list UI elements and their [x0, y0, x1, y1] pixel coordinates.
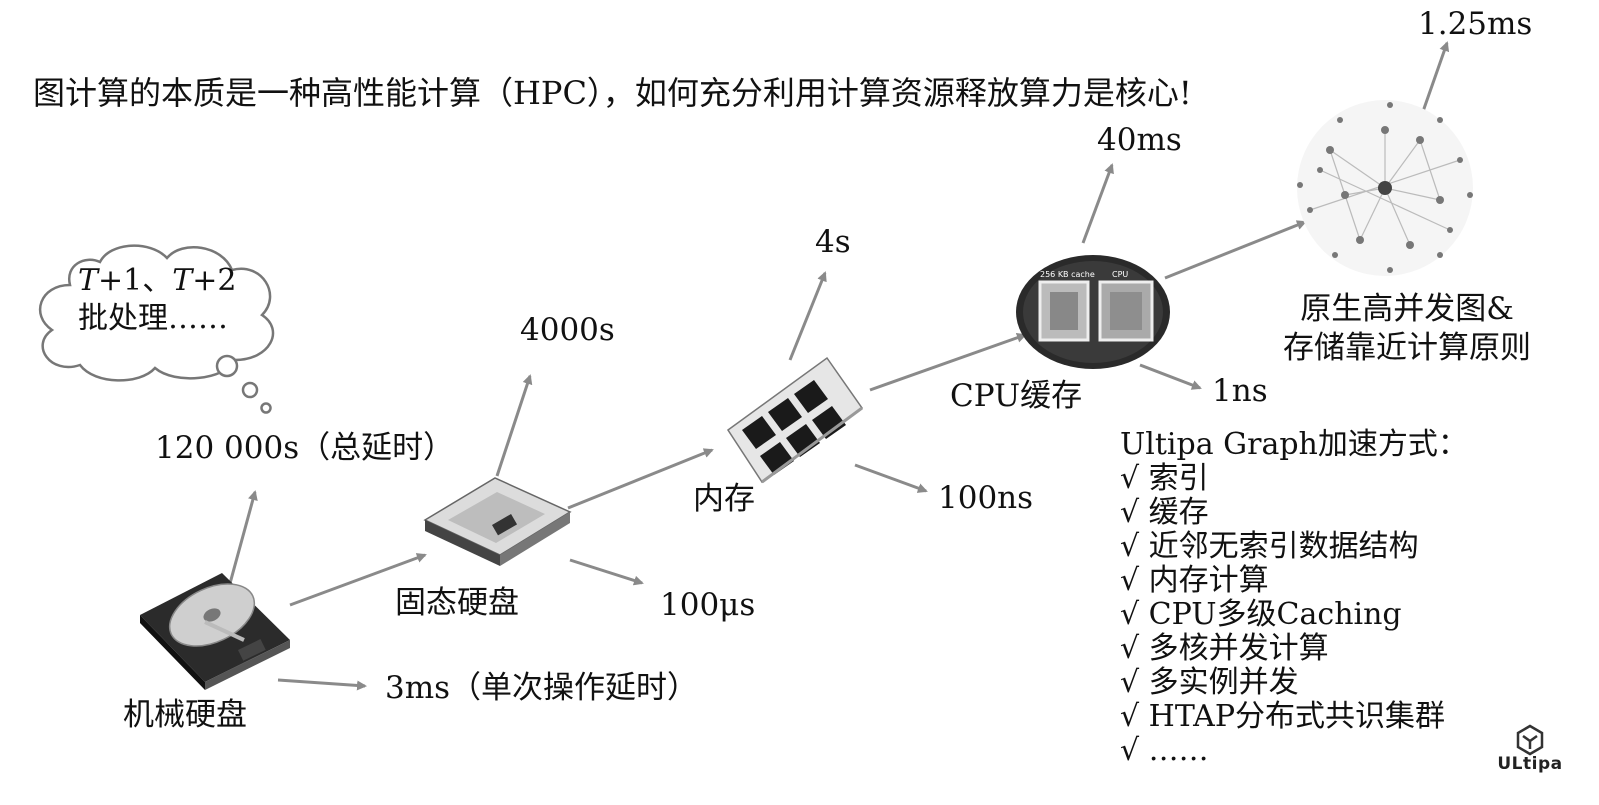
- cloud-line-2: 批处理……: [78, 301, 228, 336]
- feature-item: √ 多实例并发: [1120, 665, 1299, 700]
- feature-item: √ 多核并发计算: [1120, 631, 1329, 666]
- cloud-line-1: T+1、T+2: [78, 263, 237, 298]
- feature-item: √ HTAP分布式共识集群: [1120, 699, 1446, 734]
- arrow-ssd-up: [495, 374, 533, 477]
- memory-latency-label: 100ns: [938, 480, 1034, 516]
- graph-network-icon: [1297, 100, 1473, 276]
- feature-item: √ ……: [1120, 733, 1209, 768]
- chip-cpu-text: CPU: [1112, 270, 1129, 279]
- memory-total-label: 4s: [815, 224, 851, 260]
- hard-disk-icon: [140, 573, 290, 690]
- cpu-cache-total-label: 40ms: [1097, 122, 1182, 158]
- memory-module-icon: [726, 356, 864, 484]
- cpu-cache-label: CPU缓存: [950, 378, 1083, 414]
- total-delay-label: 120 000s（总延时）: [155, 430, 455, 466]
- arrow-cpu-to-graph: [1164, 220, 1307, 280]
- feature-item: √ 内存计算: [1120, 563, 1269, 598]
- arrow-cpu-up: [1081, 163, 1114, 244]
- ultipa-logo-icon: [1516, 724, 1544, 756]
- arrow-hdd-up: [224, 490, 258, 599]
- arrow-graph-up: [1418, 41, 1450, 121]
- thought-cloud: [38, 244, 275, 414]
- graph-total-label: 1.25ms: [1418, 6, 1533, 42]
- memory-label: 内存: [693, 481, 755, 517]
- thought-bubble-small: [260, 402, 272, 414]
- features-list: Ultipa Graph加速方式： √ 索引 √ 缓存 √ 近邻无索引数据结构 …: [1120, 428, 1468, 768]
- ssd-label: 固态硬盘: [395, 585, 519, 621]
- chip-cache-text: 256 KB cache: [1040, 270, 1095, 279]
- arrow-hdd-to-ssd: [289, 553, 427, 607]
- ssd-icon: [423, 477, 572, 566]
- arrow-mem-up: [788, 271, 827, 361]
- hdd-latency-label: 3ms（单次操作延时）: [385, 670, 699, 706]
- cpu-cache-latency-label: 1ns: [1212, 373, 1268, 409]
- features-title: Ultipa Graph加速方式：: [1120, 427, 1468, 462]
- cloud-text: T+1、T+2 批处理……: [78, 262, 237, 338]
- arrow-ssd-latency: [569, 558, 644, 586]
- thought-bubble-medium: [241, 381, 259, 399]
- feature-item: √ 索引: [1120, 461, 1209, 496]
- arrow-hdd-latency: [277, 678, 367, 691]
- thought-bubble-large: [215, 354, 239, 378]
- feature-item: √ CPU多级Caching: [1120, 597, 1402, 632]
- arrow-cpu-latency: [1139, 363, 1202, 390]
- brand-wordmark: ULtipa: [1497, 754, 1563, 774]
- graph-label: 原生高并发图& 存储靠近计算原则: [1283, 290, 1531, 368]
- hdd-label: 机械硬盘: [123, 697, 247, 733]
- feature-item: √ 近邻无索引数据结构: [1120, 529, 1419, 564]
- arrow-ssd-to-mem: [567, 448, 714, 510]
- ssd-total-label: 4000s: [520, 312, 615, 348]
- ssd-latency-label: 100μs: [660, 587, 756, 623]
- brand-logo: ULtipa: [1490, 724, 1570, 774]
- arrow-mem-latency: [854, 463, 928, 493]
- headline-text: 图计算的本质是一种高性能计算（HPC），如何充分利用计算资源释放算力是核心!: [33, 74, 1192, 112]
- arrow-mem-to-cpu: [869, 332, 1027, 392]
- graph-label-line-1: 原生高并发图&: [1300, 291, 1514, 327]
- graph-label-line-2: 存储靠近计算原则: [1283, 329, 1531, 366]
- feature-item: √ 缓存: [1120, 495, 1209, 530]
- cpu-cache-chip-icon: [1016, 255, 1170, 369]
